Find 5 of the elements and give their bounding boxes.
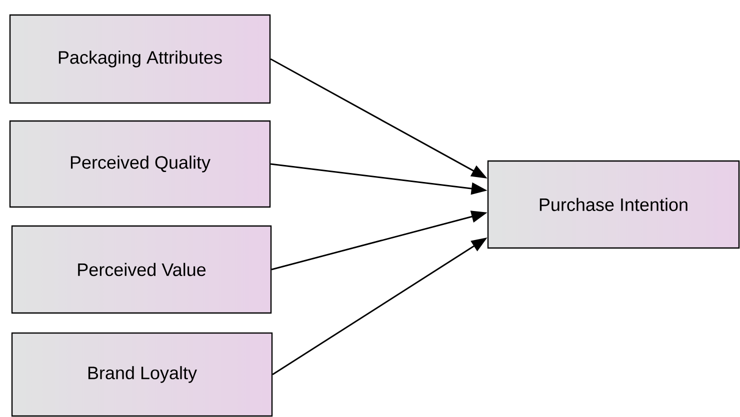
process-box: Perceived Value [11, 225, 272, 314]
process-box: Purchase Intention [487, 160, 740, 249]
process-box: Packaging Attributes [9, 14, 271, 104]
process-box: Perceived Quality [9, 120, 271, 208]
process-box: Brand Loyalty [11, 332, 273, 417]
